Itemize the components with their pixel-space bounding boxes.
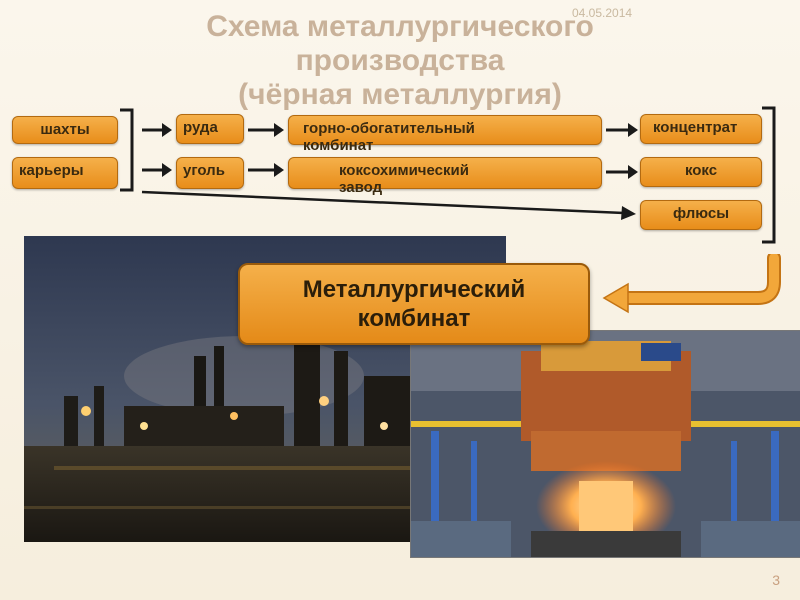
right-bracket bbox=[762, 106, 776, 244]
date-label: 04.05.2014 bbox=[572, 6, 633, 20]
left-bracket bbox=[120, 108, 134, 192]
box-mining-plant-label: горно-обогатительный комбинат bbox=[303, 120, 475, 154]
slide-title: Схема металлургического производства (чё… bbox=[180, 10, 620, 112]
arrow-coal-coke bbox=[248, 163, 284, 177]
box-fluxes: флюсы bbox=[640, 200, 762, 230]
box-ore-label: руда bbox=[183, 119, 218, 136]
arrow-quarries-fluxes bbox=[141, 190, 636, 220]
arrow-coke-product bbox=[606, 165, 638, 179]
box-mining-plant: горно-обогатительный комбинат bbox=[288, 115, 602, 154]
box-mines: шахты bbox=[12, 116, 118, 144]
box-coal-label: уголь bbox=[183, 162, 225, 179]
title-line-3: (чёрная металлургия) bbox=[238, 78, 562, 111]
arrow-mining-concentrate bbox=[606, 123, 638, 137]
box-ore: руда bbox=[176, 114, 244, 144]
box-coke-plant-label: коксохимический завод bbox=[339, 162, 469, 196]
box-quarries: карьеры bbox=[12, 157, 118, 189]
box-coal: уголь bbox=[176, 157, 244, 189]
box-quarries-label: карьеры bbox=[19, 162, 84, 179]
box-concentrate-label: концентрат bbox=[653, 119, 738, 136]
box-concentrate: концентрат bbox=[640, 114, 762, 144]
box-mines-label: шахты bbox=[40, 121, 90, 138]
photo-rolling-mill bbox=[410, 330, 800, 558]
box-metallurgical-plant: Металлургический комбинат bbox=[238, 263, 590, 345]
result-line-1: Металлургический bbox=[302, 276, 526, 303]
box-coke-plant: коксохимический завод bbox=[288, 157, 602, 196]
box-fluxes-label: флюсы bbox=[672, 205, 730, 222]
arrow-quarries-coal bbox=[142, 163, 172, 177]
result-line-2: комбинат bbox=[357, 305, 471, 332]
title-line-1: Схема металлургического bbox=[206, 10, 594, 43]
title-line-2: производства bbox=[295, 44, 505, 77]
page-number: 3 bbox=[772, 572, 780, 588]
box-coke: кокс bbox=[640, 157, 762, 187]
arrow-mines-ore bbox=[142, 123, 172, 137]
return-arrow bbox=[602, 254, 781, 314]
arrow-ore-mining bbox=[248, 123, 284, 137]
box-coke-label: кокс bbox=[684, 162, 718, 179]
